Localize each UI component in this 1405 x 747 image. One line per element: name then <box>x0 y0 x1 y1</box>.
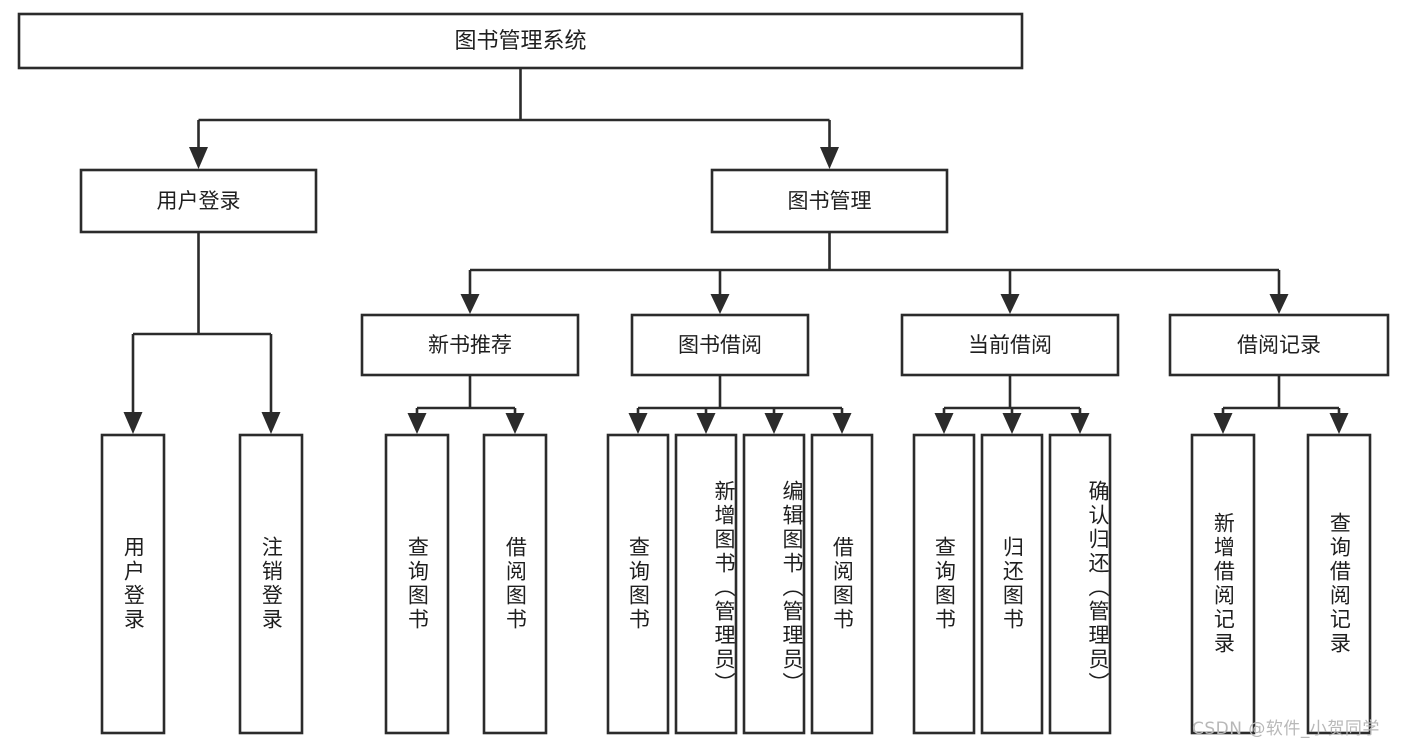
arrow-root-to-user-login <box>189 147 208 169</box>
node-book-borrow[interactable] <box>630 313 810 377</box>
node-label-user-login: 用户登录 <box>157 189 241 213</box>
node-label-current-borrow: 当前借阅 <box>968 333 1052 357</box>
node-book-management-system[interactable] <box>17 12 1024 70</box>
node-leaf-logout[interactable] <box>238 433 304 735</box>
arrow-root-to-book-mgmt <box>820 147 839 169</box>
node-leaf-user-login[interactable] <box>100 433 166 735</box>
arrow-bookmgmt-to-new-books <box>460 294 480 314</box>
node-label-root: 图书管理系统 <box>454 29 586 54</box>
node-leaf-return-book[interactable] <box>980 433 1044 735</box>
node-leaf-query-books-new[interactable] <box>384 433 450 735</box>
watermark-text: CSDN @软件_小贺同学 <box>1192 719 1380 739</box>
arrow-bookborrow-leaf-2 <box>696 413 716 434</box>
node-leaf-borrow-books-new[interactable] <box>482 433 548 735</box>
node-leaf-confirm-return-admin[interactable] <box>1048 433 1112 735</box>
node-leaf-add-book-admin[interactable] <box>674 433 738 735</box>
node-borrow-records[interactable] <box>1168 313 1390 377</box>
arrow-userlogin-leaf-2 <box>261 412 281 434</box>
arrow-newbooks-leaf-1 <box>407 413 427 434</box>
arrow-records-leaf-2 <box>1329 413 1349 434</box>
node-layer: 图书管理系统 用户登录 图书管理 新书推荐 图书借阅 当前借阅 借阅记录 <box>17 12 1390 735</box>
node-leaf-add-borrow-record[interactable] <box>1190 433 1256 735</box>
arrow-bookborrow-leaf-4 <box>832 413 852 434</box>
node-label-book-management: 图书管理 <box>788 189 872 213</box>
arrow-records-leaf-1 <box>1213 413 1233 434</box>
arrow-bookmgmt-to-borrow <box>710 294 730 314</box>
arrow-current-leaf-1 <box>934 413 954 434</box>
node-label-book-borrow: 图书借阅 <box>678 333 762 357</box>
node-leaf-query-books-borrow[interactable] <box>606 433 670 735</box>
node-book-management[interactable] <box>710 168 949 234</box>
arrow-current-leaf-3 <box>1070 413 1090 434</box>
arrow-userlogin-leaf-1 <box>123 412 143 434</box>
arrow-bookborrow-leaf-1 <box>628 413 648 434</box>
node-label-new-book-recommend: 新书推荐 <box>428 333 512 357</box>
node-user-login[interactable] <box>79 168 318 234</box>
arrow-bookmgmt-to-records <box>1269 294 1289 314</box>
node-leaf-borrow-book[interactable] <box>810 433 874 735</box>
arrow-bookborrow-leaf-3 <box>764 413 784 434</box>
node-leaf-edit-book-admin[interactable] <box>742 433 806 735</box>
arrow-newbooks-leaf-2 <box>505 413 525 434</box>
node-label-borrow-records: 借阅记录 <box>1237 333 1321 357</box>
arrow-current-leaf-2 <box>1002 413 1022 434</box>
arrow-bookmgmt-to-current <box>1000 294 1020 314</box>
node-current-borrow[interactable] <box>900 313 1120 377</box>
node-leaf-query-borrow-record[interactable] <box>1306 433 1372 735</box>
node-leaf-query-books-current[interactable] <box>912 433 976 735</box>
node-new-book-recommend[interactable] <box>360 313 580 377</box>
connector-layer <box>123 68 1349 434</box>
